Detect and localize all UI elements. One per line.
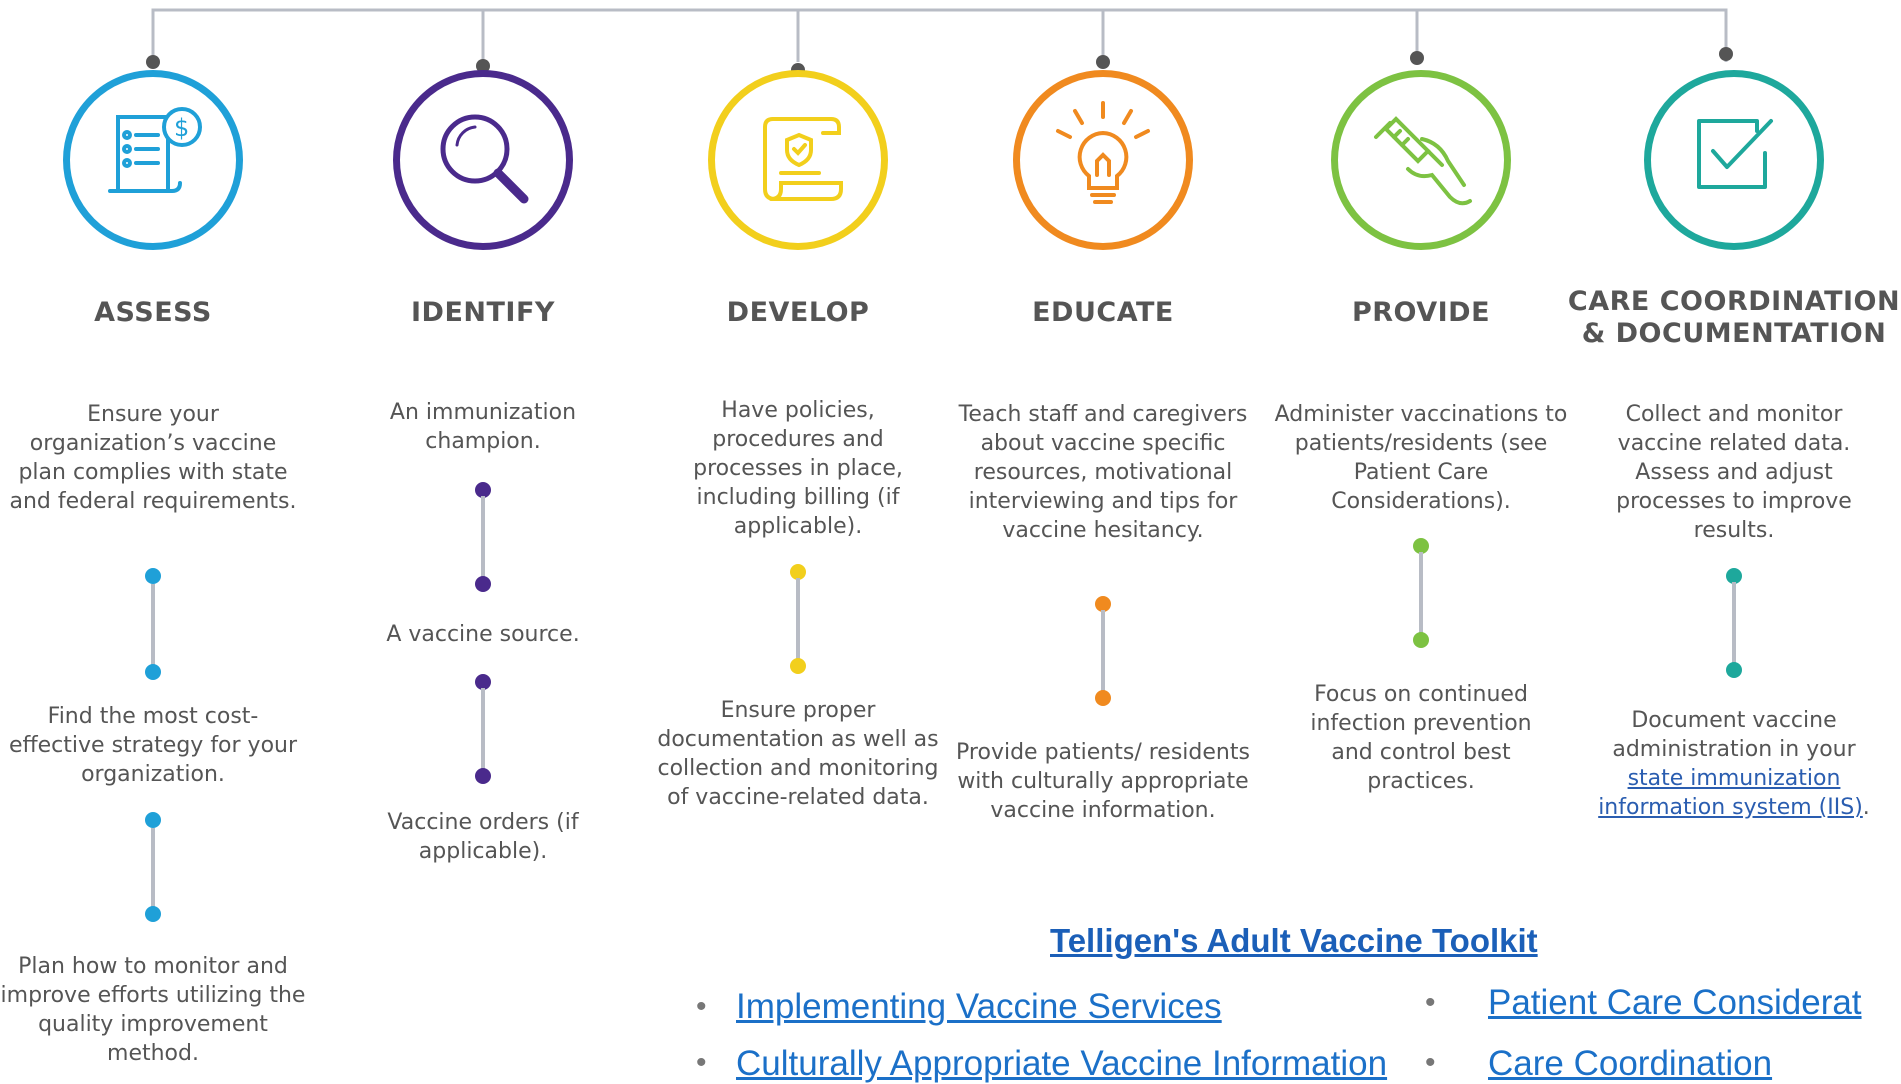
develop-text-1: Have policies, procedures and processes … (693, 398, 903, 539)
assess-dot (145, 568, 161, 584)
provide-circle (1331, 70, 1511, 250)
bullet-icon: • (696, 990, 707, 1023)
identify-text-3: Vaccine orders (if applicable). (387, 810, 579, 864)
educate-heading: EDUCATE (1032, 297, 1174, 328)
educate-text-2: Provide patients/ residents with cultura… (956, 740, 1250, 823)
identify-heading: IDENTIFY (411, 297, 555, 328)
assess-text-3: Plan how to monitor and improve efforts … (0, 954, 306, 1066)
care-coordination-text-1: Collect and monitor vaccine related data… (1616, 402, 1852, 543)
care-coordination-text-2: Document vaccine administration in your … (1574, 706, 1894, 822)
assess-text-2: Find the most cost-effective strategy fo… (8, 704, 298, 787)
care-coordination-heading-line2: & DOCUMENTATION (1581, 318, 1887, 349)
assess-dot (145, 664, 161, 680)
provide-heading: PROVIDE (1351, 297, 1491, 328)
identify-dot (475, 768, 491, 784)
develop-text-2: Ensure proper documentation as well as c… (657, 698, 939, 810)
identify-dot (475, 576, 491, 592)
identify-text-1: An immunization champion. (389, 400, 577, 454)
svg-text:$: $ (174, 114, 189, 142)
provide-line (1419, 552, 1423, 638)
care-coordination-circle (1644, 70, 1824, 250)
iis-link[interactable]: state immunization (1627, 766, 1841, 791)
bullet-icon: • (696, 1046, 707, 1079)
care-coordination-text-2-lead: Document vaccine administration in your (1612, 708, 1856, 762)
assess-line (151, 828, 155, 914)
educate-text-1: Teach staff and caregivers about vaccine… (958, 402, 1248, 543)
care-coordination-dot (1726, 662, 1742, 678)
patient-care-considerations-link[interactable]: Patient Care Considerat (1488, 983, 1862, 1022)
provide-dot (1413, 632, 1429, 648)
provide-text-2: Focus on continued infection prevention … (1310, 682, 1532, 794)
iis-link[interactable]: information system (IIS) (1598, 795, 1863, 820)
assess-dot (145, 812, 161, 828)
educate-dot (1095, 690, 1111, 706)
iis-link-period: . (1862, 795, 1870, 820)
syringe-hand-icon (1374, 116, 1472, 206)
educate-line (1101, 610, 1105, 696)
identify-text-2: A vaccine source. (386, 622, 580, 647)
culturally-appropriate-link[interactable]: Culturally Appropriate Vaccine Informati… (736, 1044, 1388, 1083)
develop-circle (708, 70, 888, 250)
provide-dot (1413, 538, 1429, 554)
identify-circle (393, 70, 573, 250)
care-coordination-line (1732, 582, 1736, 668)
educate-dot (1095, 596, 1111, 612)
assess-circle: $ (63, 70, 243, 250)
identify-dot (475, 674, 491, 690)
policy-scroll-icon (763, 117, 843, 201)
assess-dot (145, 906, 161, 922)
care-coordination-heading: CARE COORDINATION & DOCUMENTATION (1554, 286, 1901, 350)
magnifier-icon (440, 114, 529, 204)
care-coordination-dot (1726, 568, 1742, 584)
assess-text-1: Ensure your organization’s vaccine plan … (9, 402, 297, 514)
toolkit-title-link[interactable]: Telligen's Adult Vaccine Toolkit (1050, 922, 1538, 959)
provide-text-1: Administer vaccinations to patients/resi… (1274, 402, 1568, 514)
assess-heading: ASSESS (94, 297, 212, 328)
develop-dot (790, 658, 806, 674)
identify-line (481, 496, 485, 582)
care-coordination-link[interactable]: Care Coordination (1488, 1044, 1773, 1083)
invoice-dollar-icon: $ (108, 107, 202, 193)
develop-heading: DEVELOP (726, 297, 870, 328)
identify-line (481, 688, 485, 774)
care-coordination-heading-line1: CARE COORDINATION (1567, 286, 1901, 317)
develop-dot (790, 564, 806, 580)
bullet-icon: • (1425, 986, 1436, 1019)
bullet-icon: • (1425, 1046, 1436, 1079)
develop-line (796, 578, 800, 664)
implementing-vaccine-services-link[interactable]: Implementing Vaccine Services (736, 987, 1222, 1026)
identify-dot (475, 482, 491, 498)
assess-line (151, 584, 155, 670)
lightbulb-icon (1056, 101, 1150, 204)
educate-circle (1013, 70, 1193, 250)
checkbox-icon (1697, 119, 1773, 189)
